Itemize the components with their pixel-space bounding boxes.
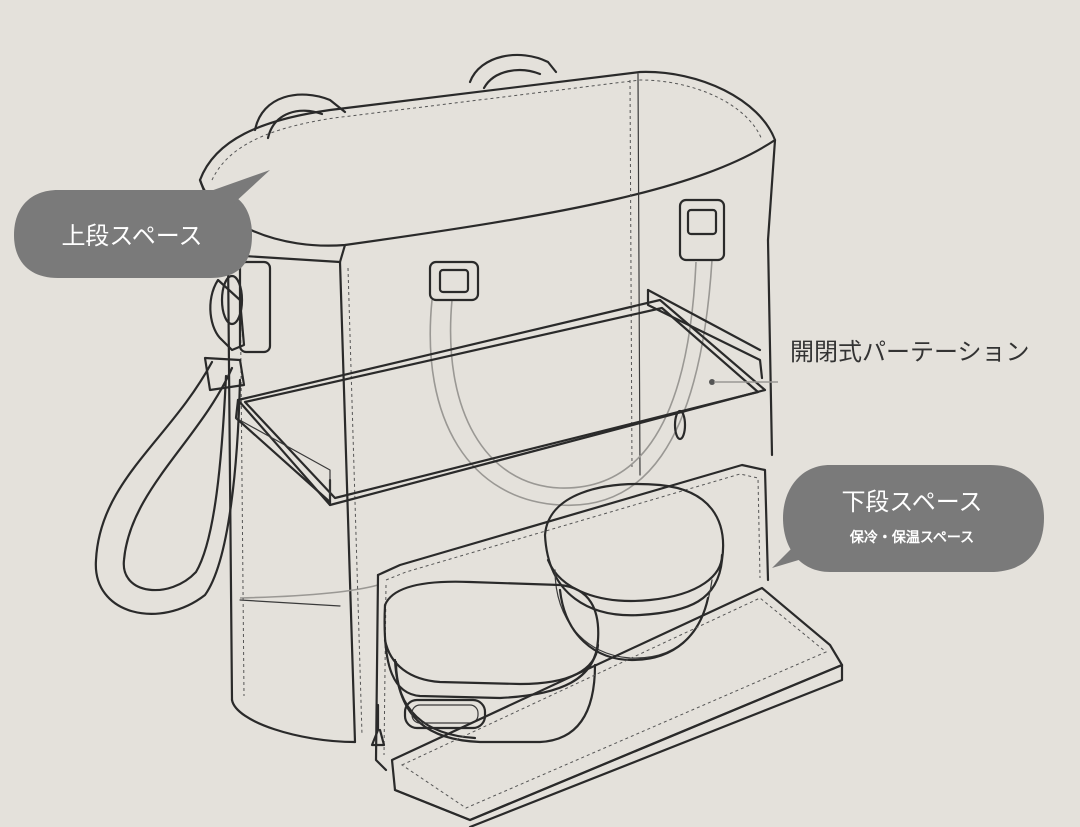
partition-label: 開閉式パーテーション bbox=[790, 338, 1030, 366]
upper-space-callout: 上段スペース bbox=[14, 170, 270, 278]
pointer-dot bbox=[709, 379, 715, 385]
partition-panel bbox=[234, 288, 767, 507]
tote-handle bbox=[428, 198, 726, 507]
lower-space-sublabel: 保冷・保温スペース bbox=[849, 529, 974, 546]
lower-space-bubble-tail bbox=[772, 540, 812, 568]
lower-space-bubble bbox=[783, 465, 1044, 572]
upper-space-bubble-tail bbox=[205, 170, 270, 205]
rectangular-container bbox=[383, 580, 600, 744]
front-flap bbox=[390, 586, 844, 827]
lower-space-callout: 下段スペース 保冷・保温スペース bbox=[772, 465, 1044, 572]
bag-body bbox=[198, 70, 777, 744]
lower-space-label: 下段スペース bbox=[841, 488, 982, 516]
lower-compartment bbox=[370, 409, 770, 772]
round-container bbox=[543, 483, 725, 662]
upper-space-bubble bbox=[14, 190, 252, 278]
shoulder-strap bbox=[94, 260, 272, 615]
upper-space-label: 上段スペース bbox=[61, 222, 202, 250]
partition-callout: 開閉式パーテーション bbox=[714, 338, 1030, 383]
